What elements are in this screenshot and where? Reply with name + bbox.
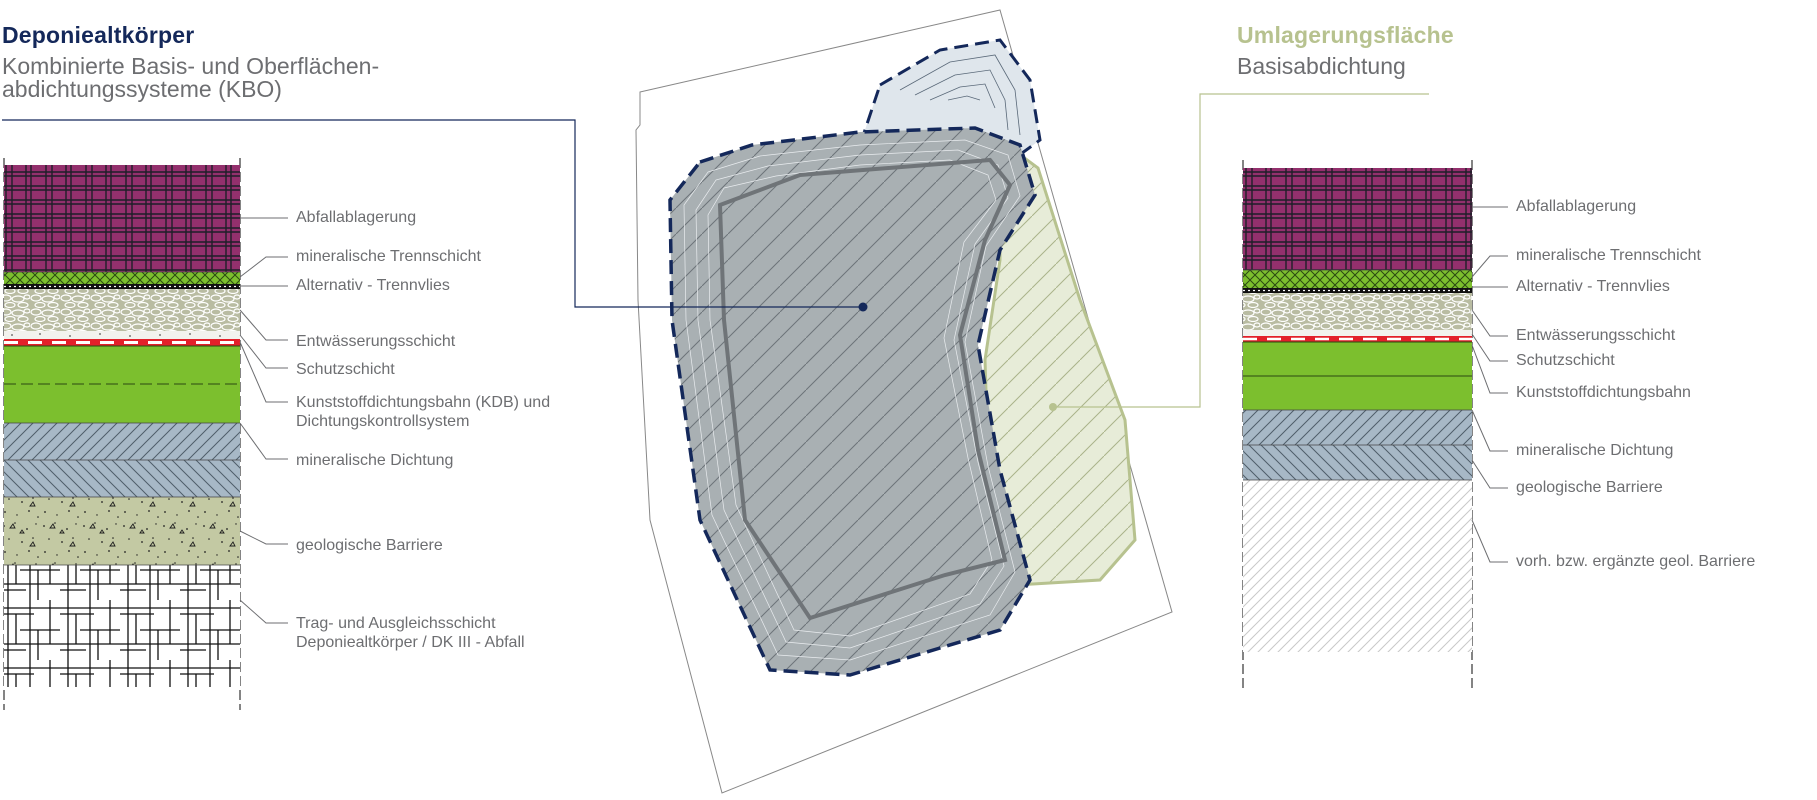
left-layer-kdb xyxy=(4,339,240,346)
left-label-entwaesserungsschicht: Entwässerungsschicht xyxy=(296,333,456,350)
right-layer-waste xyxy=(1243,168,1472,270)
left-label-geologische-barriere: geologische Barriere xyxy=(296,537,443,554)
site-map xyxy=(635,9,1173,794)
right-label-mineralische-dichtung: mineralische Dichtung xyxy=(1516,442,1674,459)
inner-boundary xyxy=(717,157,1013,621)
left-label-trennvlies: Alternativ - Trennvlies xyxy=(296,277,450,294)
left-label-kdb: Kunststoffdichtungsbahn (KDB) und xyxy=(296,394,551,411)
right-label-trennvlies: Alternativ - Trennvlies xyxy=(1516,278,1670,295)
left-layer-geol-barrier xyxy=(4,497,240,565)
right-title: Umlagerungsfläche xyxy=(1237,22,1454,48)
right-leader-lines xyxy=(1471,206,1508,563)
right-layer-geol-barrier xyxy=(1243,445,1472,480)
left-subtitle-line1: Kombinierte Basis- und Oberflächen- xyxy=(2,53,380,79)
left-layer-column xyxy=(3,158,241,710)
left-callout-line xyxy=(2,119,863,308)
left-label-mineralische-dichtung: mineralische Dichtung xyxy=(296,452,454,469)
left-layer-mineral-seal-1 xyxy=(4,423,240,460)
right-label-entwaesserungsschicht: Entwässerungsschicht xyxy=(1516,327,1676,344)
left-layer-separation xyxy=(4,272,240,284)
left-leader-lines xyxy=(239,217,288,624)
left-label-abfallablagerung: Abfallablagerung xyxy=(296,209,417,226)
right-callout-line xyxy=(1053,93,1429,408)
left-layer-base-grid xyxy=(4,565,240,687)
right-layer-mineral-seal xyxy=(1243,410,1472,445)
right-label-abfallablagerung: Abfallablagerung xyxy=(1516,198,1637,215)
right-label-geol-barriere-ergaenzt: vorh. bzw. ergänzte geol. Barriere xyxy=(1516,553,1756,570)
right-layer-protection xyxy=(1243,330,1472,336)
right-subtitle: Basisabdichtung xyxy=(1237,53,1406,79)
left-title: Deponiealtkörper xyxy=(2,22,195,48)
left-layer-waste xyxy=(4,165,240,272)
left-layer-protection xyxy=(4,331,240,339)
left-layer-mineral-seal-2 xyxy=(4,460,240,497)
right-label-schutzschicht: Schutzschicht xyxy=(1516,352,1615,369)
left-label-mineralische-trennschicht: mineralische Trennschicht xyxy=(296,248,481,265)
left-subtitle-line2: abdichtungssysteme (KBO) xyxy=(2,76,282,102)
right-layer-supplementary-barrier xyxy=(1243,480,1472,652)
right-layer-kdb xyxy=(1243,336,1472,342)
deponiealtkoerper-area xyxy=(668,126,1037,677)
left-label-trag-ausgleichsschicht: Trag- und Ausgleichsschicht xyxy=(296,615,496,632)
right-layer-column xyxy=(1242,160,1473,692)
right-label-kunststoffdichtungsbahn: Kunststoffdichtungsbahn xyxy=(1516,384,1691,401)
right-label-geologische-barriere: geologische Barriere xyxy=(1516,479,1663,496)
right-layer-separation xyxy=(1243,270,1472,288)
right-layer-fleece xyxy=(1243,288,1472,293)
left-layer-drainage xyxy=(4,289,240,331)
right-layer-drainage xyxy=(1243,293,1472,330)
umlagerungsflaeche-area xyxy=(983,137,1137,587)
left-label-deponiealtkoerper: Deponiealtkörper / DK III - Abfall xyxy=(296,634,525,651)
left-layer-fleece xyxy=(4,284,240,289)
right-label-mineralische-trennschicht: mineralische Trennschicht xyxy=(1516,247,1701,264)
left-label-schutzschicht: Schutzschicht xyxy=(296,361,395,378)
left-label-dichtungskontrollsystem: Dichtungskontrollsystem xyxy=(296,413,470,430)
